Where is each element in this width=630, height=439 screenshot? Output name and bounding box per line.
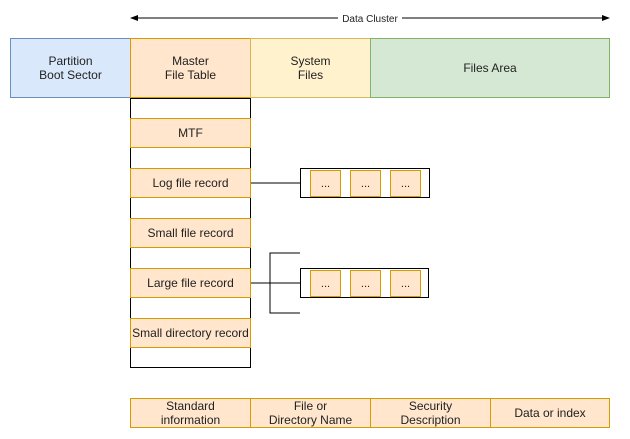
attribute-security-description: Security Description (370, 398, 491, 428)
mft-record-large-file: Large file record (130, 268, 251, 298)
master-file-table-block: Master File Table (130, 38, 251, 98)
arrowhead-left-icon (130, 15, 138, 21)
runlist-2-cell: ... (350, 270, 381, 297)
files-area-block: Files Area (370, 38, 610, 98)
cluster-label: Data Cluster (342, 14, 398, 25)
large-record-bracket (269, 252, 300, 314)
mft-record-small-directory: Small directory record (130, 318, 251, 348)
attribute-file-or-directory-name: File or Directory Name (250, 398, 371, 428)
attribute-standard-information: Standard information (130, 398, 251, 428)
mft-record-log-file: Log file record (130, 168, 251, 198)
runlist-2-cell: ... (390, 270, 421, 297)
runlist-1-cell: ... (310, 170, 341, 197)
runlist-1-cell: ... (350, 170, 381, 197)
boot-sector-block: Partition Boot Sector (10, 38, 131, 98)
attribute-data-or-index: Data or index (490, 398, 610, 428)
runlist-2-cell: ... (310, 270, 341, 297)
mft-record-mtf: MTF (130, 118, 251, 148)
arrowhead-right-icon (602, 15, 610, 21)
runlist-1-cell: ... (390, 170, 421, 197)
mft-record-small-file: Small file record (130, 218, 251, 248)
system-files-block: System Files (250, 38, 371, 98)
